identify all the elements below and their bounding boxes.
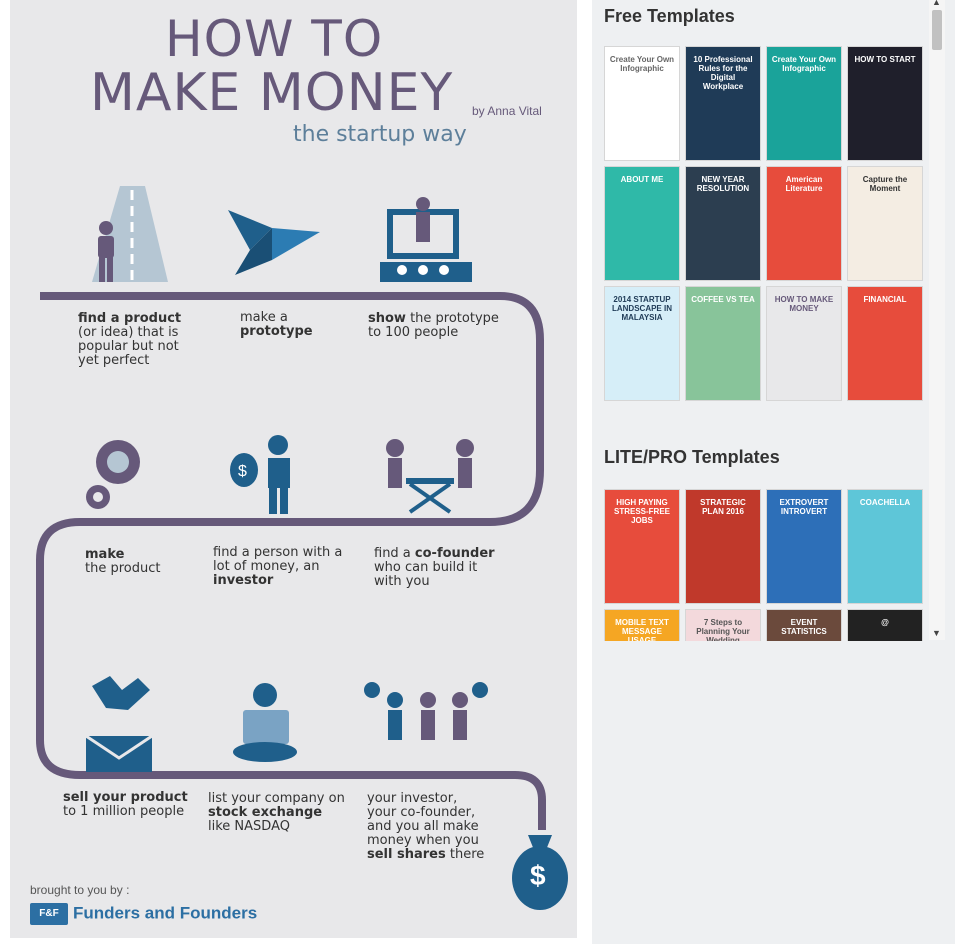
lite-pro-templates-title: LITE/PRO Templates bbox=[604, 447, 780, 467]
presentation-icon bbox=[380, 197, 472, 282]
free-template-thumbnail[interactable]: 2014 STARTUP LANDSCAPE IN MALAYSIA bbox=[604, 286, 680, 401]
laptop-person-icon bbox=[233, 683, 297, 762]
lite-template-thumbnail[interactable]: STRATEGIC PLAN 2016 bbox=[685, 489, 761, 604]
free-template-thumbnail-title: Create Your Own Infographic bbox=[771, 55, 837, 73]
infographic-canvas[interactable]: HOW TO MAKE MONEY by Anna Vital the star… bbox=[10, 0, 577, 938]
money-bag-icon bbox=[512, 835, 568, 910]
step-caption-7: sell your product to 1 million people bbox=[63, 790, 188, 819]
free-template-thumbnail[interactable]: HOW TO MAKE MONEY bbox=[766, 286, 842, 401]
scroll-thumb[interactable] bbox=[932, 10, 942, 50]
lite-template-thumbnail[interactable]: EXTROVERT INTROVERT bbox=[766, 489, 842, 604]
scroll-down-icon[interactable]: ▼ bbox=[932, 628, 941, 638]
free-template-thumbnail-title: COFFEE VS TEA bbox=[691, 295, 755, 304]
free-templates-grid: Create Your Own Infographic 10 Profession… bbox=[604, 46, 926, 401]
lite-template-thumbnail[interactable]: COACHELLA bbox=[847, 489, 923, 604]
free-template-thumbnail[interactable]: Create Your Own Infographic bbox=[766, 46, 842, 161]
footer-label: brought to you by : bbox=[30, 883, 130, 897]
lite-template-thumbnail-title: STRATEGIC PLAN 2016 bbox=[700, 498, 746, 516]
step-caption-3: show the prototype to 100 people bbox=[368, 311, 499, 340]
step-caption-5: find a person with a lot of money, an in… bbox=[213, 545, 343, 588]
title-line2: MAKE MONEY bbox=[90, 63, 454, 123]
free-templates-title: Free Templates bbox=[604, 6, 735, 26]
free-template-thumbnail-title: NEW YEAR RESOLUTION bbox=[696, 175, 750, 193]
lite-template-thumbnail-title: MOBILE TEXT MESSAGE USAGE bbox=[615, 618, 669, 641]
free-template-thumbnail-title: 10 Professional Rules for the Digital Wo… bbox=[693, 55, 753, 91]
free-template-thumbnail-title: 2014 STARTUP LANDSCAPE IN MALAYSIA bbox=[611, 295, 672, 322]
path-line: $ bbox=[36, 186, 568, 910]
brand-logo-icon: F&F bbox=[30, 903, 68, 925]
investor-icon: $ bbox=[230, 435, 290, 514]
lite-template-thumbnail-title: @ bbox=[881, 618, 889, 627]
step-caption-4: make the product bbox=[85, 547, 161, 576]
free-template-thumbnail-title: Capture the Moment bbox=[862, 175, 908, 193]
free-template-thumbnail-title: American Literature bbox=[785, 175, 823, 193]
money-bag-symbol: $ bbox=[530, 860, 546, 891]
origami-bird-icon bbox=[228, 210, 320, 275]
step-caption-9: your investor, your co-founder, and you … bbox=[367, 791, 485, 862]
lite-template-thumbnail[interactable]: 7 Steps to Planning Your Wedding bbox=[685, 609, 761, 641]
free-template-thumbnail[interactable]: ABOUT ME bbox=[604, 166, 680, 281]
svg-text:$: $ bbox=[238, 463, 247, 480]
byline: by Anna Vital bbox=[472, 104, 542, 118]
road-icon bbox=[92, 186, 168, 282]
free-template-thumbnail-title: ABOUT ME bbox=[620, 175, 664, 184]
free-template-thumbnail[interactable]: COFFEE VS TEA bbox=[685, 286, 761, 401]
cofounders-icon bbox=[386, 439, 474, 514]
free-template-thumbnail[interactable]: HOW TO START bbox=[847, 46, 923, 161]
lite-template-thumbnail-title: EXTROVERT INTROVERT bbox=[779, 498, 829, 516]
free-template-thumbnail[interactable]: Capture the Moment bbox=[847, 166, 923, 281]
free-template-thumbnail[interactable]: 10 Professional Rules for the Digital Wo… bbox=[685, 46, 761, 161]
lite-template-thumbnail[interactable]: EVENT STATISTICS bbox=[766, 609, 842, 641]
free-template-thumbnail-title: Create Your Own Infographic bbox=[609, 55, 675, 73]
lite-template-thumbnail-title: COACHELLA bbox=[859, 498, 911, 507]
lite-pro-templates-grid: HIGH PAYING STRESS-FREE JOBS STRATEGIC PL… bbox=[604, 489, 926, 641]
gear-icon bbox=[86, 440, 140, 509]
lite-template-thumbnail[interactable]: @ bbox=[847, 609, 923, 641]
subtitle: the startup way bbox=[293, 122, 467, 147]
free-template-thumbnail-title: FINANCIAL bbox=[863, 295, 907, 304]
lite-template-thumbnail-title: HIGH PAYING STRESS-FREE JOBS bbox=[613, 498, 670, 525]
free-template-thumbnail[interactable]: Create Your Own Infographic bbox=[604, 46, 680, 161]
step-caption-6: find a co-founder who can build it with … bbox=[374, 546, 495, 589]
free-template-thumbnail[interactable]: NEW YEAR RESOLUTION bbox=[685, 166, 761, 281]
step-caption-2: make a prototype bbox=[240, 310, 313, 339]
title-line1: HOW TO bbox=[165, 10, 384, 68]
step-caption-1: find a product (or idea) that is popular… bbox=[78, 311, 182, 368]
brand-name: Funders and Founders bbox=[73, 903, 258, 923]
lite-template-thumbnail-title: 7 Steps to Planning Your Wedding bbox=[696, 618, 750, 641]
free-template-thumbnail-title: HOW TO START bbox=[854, 55, 916, 64]
free-template-thumbnail[interactable]: American Literature bbox=[766, 166, 842, 281]
free-template-thumbnail[interactable]: FINANCIAL bbox=[847, 286, 923, 401]
step-caption-8: list your company on stock exchange like… bbox=[208, 791, 345, 834]
cheering-people-icon bbox=[364, 682, 488, 740]
panel-scrollbar[interactable]: ▲ ▼ bbox=[929, 0, 945, 640]
free-template-thumbnail-title: HOW TO MAKE MONEY bbox=[774, 295, 834, 313]
scroll-up-icon[interactable]: ▲ bbox=[932, 0, 941, 7]
lite-template-thumbnail[interactable]: MOBILE TEXT MESSAGE USAGE bbox=[604, 609, 680, 641]
lite-template-thumbnail[interactable]: HIGH PAYING STRESS-FREE JOBS bbox=[604, 489, 680, 604]
envelope-icon bbox=[85, 676, 153, 772]
templates-panel: Free Templates Create Your Own Infograph… bbox=[592, 0, 955, 944]
lite-template-thumbnail-title: EVENT STATISTICS bbox=[781, 618, 827, 636]
